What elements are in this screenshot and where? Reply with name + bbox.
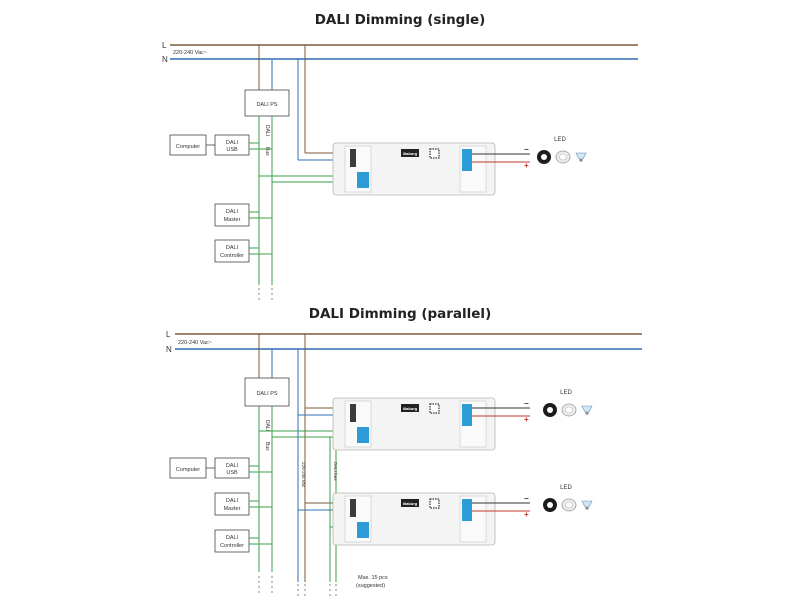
parallel-driver2-plus-sign: +	[524, 510, 529, 519]
single-dali-usb-label-1: DALI	[226, 140, 239, 146]
parallel-driver1-minus-sign: −	[524, 399, 529, 408]
spotlight-icon	[581, 405, 593, 413]
parallel-driver2-body	[332, 492, 496, 546]
single-bus-label-bus: Bus	[264, 147, 270, 156]
parallel-bus-label-dali: DALI	[264, 420, 270, 431]
single-driver-brand: iliaburg	[403, 151, 418, 156]
parallel-led2-label: LED	[560, 485, 572, 491]
single-driver-brand-badge	[401, 149, 419, 157]
led-strip-reel-hub	[541, 154, 547, 160]
parallel-bus-label-bus: Bus	[264, 442, 270, 451]
parallel-driver2-qr-code	[429, 498, 440, 509]
spotlight-icon	[575, 152, 587, 160]
parallel-driver2-dali-terminal	[357, 522, 369, 538]
downlight-lens	[559, 153, 567, 161]
parallel-max-note-line-2: (suggested)	[356, 583, 385, 589]
single-dali-master-box	[214, 203, 250, 227]
downlight-lens	[565, 406, 573, 414]
single-voltage-label: 220-240 Vac~	[173, 50, 207, 56]
parallel-dali-controller-label-2: Controller	[220, 543, 244, 549]
parallel-dali-usb-label-1: DALI	[226, 463, 239, 469]
spotlight-base	[585, 412, 589, 415]
led-strip-reel-hub	[547, 407, 553, 413]
single-dali-controller-label-1: DALI	[226, 245, 239, 251]
single-driver-dali-terminal	[357, 172, 369, 188]
parallel-dali-usb-box	[214, 457, 250, 479]
parallel-vac-vertical-label: 220-240 Vac	[301, 462, 306, 488]
single-minus-sign: −	[524, 145, 529, 154]
single-dali-master-label-1: DALI	[226, 209, 239, 215]
parallel-label-l: L	[166, 330, 171, 339]
parallel-driver2-led-terminal	[462, 499, 472, 521]
single-driver-mains-terminal	[350, 149, 356, 167]
parallel-dali-ps-box	[244, 377, 290, 407]
single-led-label: LED	[554, 137, 566, 143]
single-dali-ps-label: DALI PS	[256, 102, 277, 108]
spotlight-base	[585, 507, 589, 510]
parallel-dali-ps-label: DALI PS	[256, 391, 277, 397]
parallel-dali-usb-label-2: USB	[226, 470, 238, 476]
parallel-dali-master-label-1: DALI	[226, 498, 239, 504]
single-bus-label-dali: DALI	[264, 125, 270, 136]
parallel-dali-controller-box	[214, 529, 250, 553]
parallel-dali-bus-vertical-label: DALI bus	[333, 462, 338, 481]
parallel-driver1-led-terminal	[462, 404, 472, 426]
downlight-lens	[565, 501, 573, 509]
parallel-driver1-body	[332, 397, 496, 451]
single-dali-controller-box	[214, 239, 250, 263]
parallel-diagram: L N 220-240 Vac~ 220-240 Vac DALI PS	[166, 330, 642, 596]
spotlight-base	[579, 159, 583, 162]
parallel-label-n: N	[166, 345, 172, 354]
parallel-dali-master-box	[214, 492, 250, 516]
parallel-driver2-brand-badge	[401, 499, 419, 507]
parallel-led1-label: LED	[560, 390, 572, 396]
single-driver-qr-code	[429, 148, 440, 159]
led-strip-reel-hub	[547, 502, 553, 508]
parallel-driver1-plus-sign: +	[524, 415, 529, 424]
single-label-l: L	[162, 41, 167, 50]
parallel-computer-label: Computer	[176, 467, 200, 473]
parallel-driver2-minus-sign: −	[524, 494, 529, 503]
parallel-dali-master-label-2: Master	[224, 506, 241, 512]
parallel-max-note-line-1: Max. 15 pcs	[358, 575, 388, 581]
parallel-driver2-brand: iliaburg	[403, 501, 418, 506]
parallel-voltage-label: 220-240 Vac~	[178, 340, 212, 346]
single-dali-controller-label-2: Controller	[220, 253, 244, 259]
single-driver: iliaburg	[332, 142, 496, 196]
parallel-driver2-mains-terminal	[350, 499, 356, 517]
parallel-diagram-title: DALI Dimming (parallel)	[308, 306, 492, 322]
single-diagram-title: DALI Dimming (single)	[314, 12, 486, 28]
parallel-driver1-dali-terminal	[357, 427, 369, 443]
single-dali-usb-box	[214, 134, 250, 156]
single-label-n: N	[162, 55, 168, 64]
single-dali-usb-label-2: USB	[226, 147, 238, 153]
parallel-driver1-brand: iliaburg	[403, 406, 418, 411]
single-dali-master-label-2: Master	[224, 217, 241, 223]
single-diagram: L N 220-240 Vac~ DALI PS DALI Bus	[162, 41, 638, 300]
parallel-driver1-mains-terminal	[350, 404, 356, 422]
parallel-driver-2: iliaburg	[332, 492, 496, 546]
single-computer-label: Computer	[176, 144, 200, 150]
single-plus-sign: +	[524, 161, 529, 170]
single-dali-ps-box	[244, 89, 290, 117]
parallel-driver1-brand-badge	[401, 404, 419, 412]
parallel-dali-controller-label-1: DALI	[226, 535, 239, 541]
single-driver-led-terminal	[462, 149, 472, 171]
parallel-driver1-qr-code	[429, 403, 440, 414]
single-driver-body	[332, 142, 496, 196]
parallel-driver-1: iliaburg	[332, 397, 496, 451]
spotlight-icon	[581, 500, 593, 508]
